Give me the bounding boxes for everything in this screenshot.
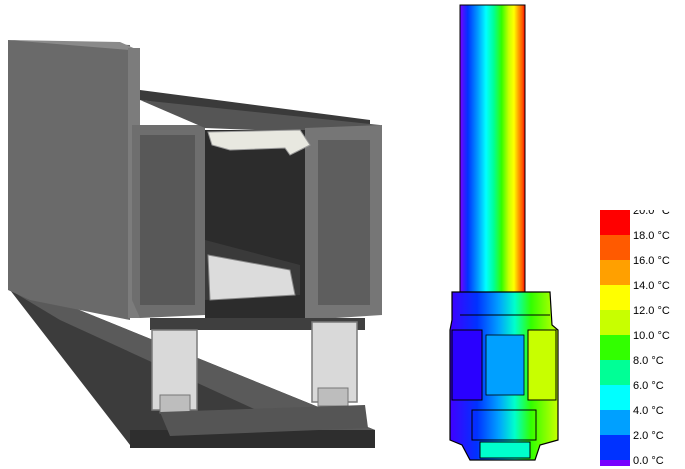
cavity-bottom [471,409,537,441]
legend-label: 18.0 °C [633,230,670,242]
legend-swatch [600,260,630,285]
base-rail-front [130,430,375,448]
legend-label: 10.0 °C [633,330,670,342]
legend-swatch [600,385,630,410]
lower-shell [160,405,368,436]
legend-swatch [600,285,630,310]
gasket-top [207,129,311,156]
legend-swatch [600,360,630,385]
top-channel-face [140,100,380,135]
side-wall-left-top [8,40,138,50]
cavity-left [451,329,483,401]
cavity-base [479,441,531,459]
legend-swatch [600,335,630,360]
legend-swatch [600,435,630,460]
legend-swatch [600,460,630,466]
thermal-break-right-foot [317,387,349,407]
legend-label: 14.0 °C [633,280,670,292]
gasket-middle-insert [207,254,296,301]
frame-right-inner [318,140,370,305]
legend-label: 2.0 °C [633,430,664,442]
legend-swatch [600,310,630,335]
legend-label: 16.0 °C [633,255,670,267]
frame-left-inner [140,135,195,305]
legend-swatch [600,235,630,260]
legend-label: 8.0 °C [633,355,664,367]
legend-swatch [600,210,630,235]
thermal-break-left-foot [159,394,191,414]
legend-swatch [600,410,630,435]
profile-3d-render [8,40,382,448]
legend-label: 12.0 °C [633,305,670,317]
side-wall-left [8,40,130,320]
legend-label: 20.0 °C [633,210,670,217]
cavity-right [527,329,557,401]
glass-pane [459,4,526,296]
legend-label: 4.0 °C [633,405,664,417]
temperature-legend: 20.0 °C 18.0 °C 16.0 °C 14.0 °C 12.0 °C 10.0 … [600,210,670,467]
legend-label: 0.0 °C [633,455,664,467]
thermal-isotherm-section [449,4,559,461]
cavity-center [485,334,525,396]
legend-label: 6.0 °C [633,380,664,392]
